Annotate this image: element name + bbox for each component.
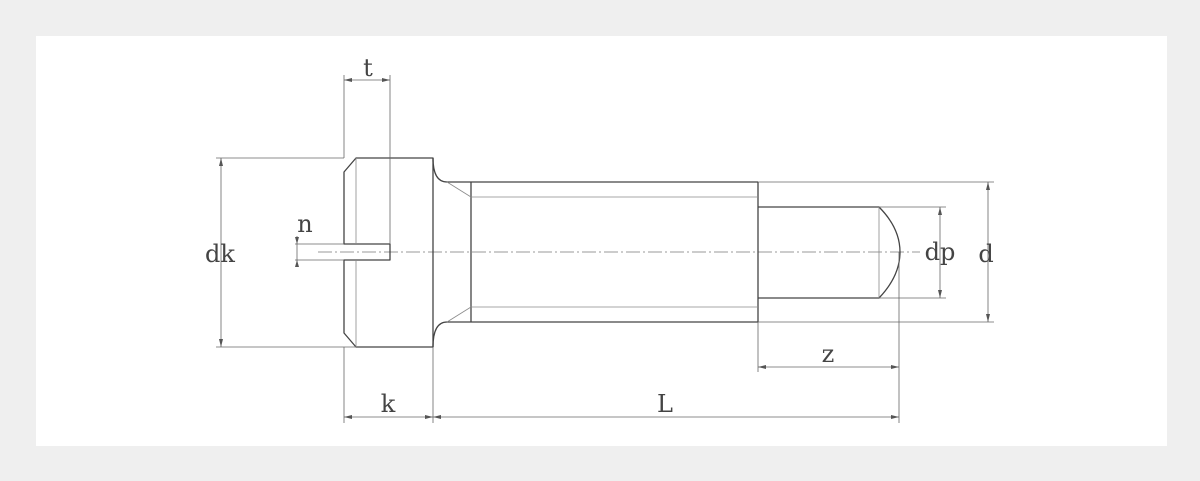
head-fillet-bottom (432, 321, 448, 348)
extension-lines (216, 75, 994, 423)
thread-runout-bottom (446, 306, 472, 323)
thread-runout-top (446, 181, 472, 198)
label-dk: dk (205, 240, 235, 268)
label-d: d (978, 240, 993, 268)
threaded-shank (446, 181, 759, 323)
label-k: k (381, 390, 396, 418)
arrowheads (219, 78, 990, 419)
drawing-sheet (36, 36, 1167, 446)
head-fillet-top (432, 157, 448, 183)
screw-head (343, 157, 448, 348)
dog-point (758, 206, 901, 299)
head-outline (343, 157, 434, 348)
label-t: t (363, 54, 373, 82)
label-L: L (657, 390, 673, 418)
label-n: n (297, 210, 312, 238)
point-outline (758, 206, 901, 299)
label-z: z (822, 340, 835, 368)
label-dp: dp (925, 238, 956, 266)
